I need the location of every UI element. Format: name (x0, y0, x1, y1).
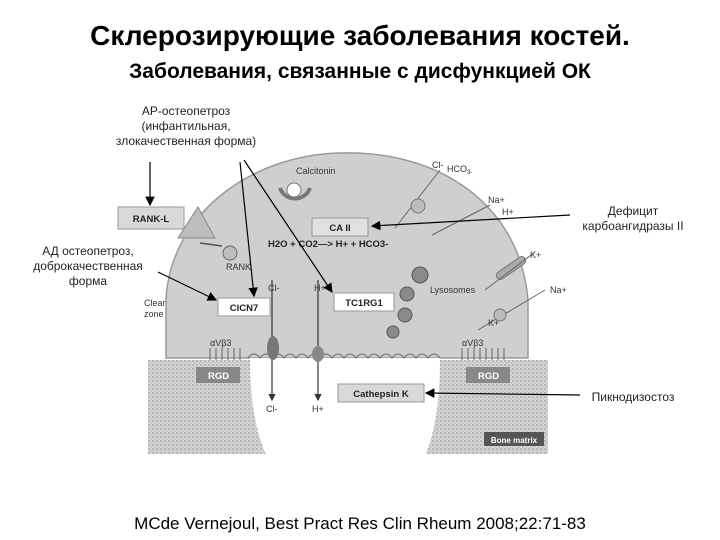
rgd-right-label: RGD (478, 371, 499, 382)
clcn7-channel (267, 336, 279, 360)
h-plus-bottom-label: H+ (312, 404, 324, 414)
lysosome-2 (399, 286, 415, 302)
calcitonin-label: Calcitonin (296, 166, 336, 176)
integrin-left-label: αVβ3 (210, 338, 231, 348)
lysosome-3 (397, 307, 413, 323)
annotation-ar-line-1: АР-остеопетроз (141, 104, 231, 118)
annotation-ad-line-1: АД остеопетроз, (42, 244, 134, 258)
lysosome-1 (411, 266, 429, 284)
ca2-box (311, 217, 369, 237)
equation-label: H2O + CO2—> H+ + HCO3- (268, 239, 388, 250)
clcn7-label: ClCN7 (230, 303, 259, 314)
tc1rg1-label: TC1RG1 (345, 298, 383, 309)
annotation-ar-line-3: злокачественная форма) (115, 134, 257, 148)
k-plus-bottom-label: K+ (488, 318, 499, 328)
na-plus-right-label: Na+ (550, 285, 567, 295)
rank-circle (222, 245, 238, 261)
resorption-lacuna (250, 358, 440, 505)
h-plus-top-label: H+ (502, 207, 514, 217)
citation: MCde Vernejoul, Best Pract Res Clin Rheu… (134, 514, 586, 533)
arrow-ar-to-clcn7 (239, 161, 258, 298)
annotation-ad-line-3: форма (68, 274, 108, 288)
annotation-pycnodysostosis: Пикнодизостоз (591, 390, 675, 404)
cathepsin-label: Cathepsin K (353, 389, 409, 400)
integrin-villi-right (461, 348, 505, 360)
annotation-ar-line-2: (инфантильная, (141, 119, 231, 133)
rgd-left-label: RGD (208, 371, 229, 382)
calcitonin-receptor (278, 187, 312, 201)
cl-minus-mid-label: Cl- (268, 283, 280, 293)
slide-subtitle: Заболевания, связанные с дисфункцией ОК (129, 60, 591, 83)
annotation-ca2-line-2: карбоангидразы II (582, 219, 684, 233)
integrin-right-label: αVβ3 (462, 338, 483, 348)
na-plus-top-label: Na+ (488, 195, 505, 205)
slide-title: Склерозирующие заболевания костей. (90, 20, 630, 51)
bone-matrix-tag (484, 432, 544, 446)
proton-pump (312, 346, 324, 362)
ruffled-border (247, 353, 441, 359)
annotation-ca2-line-1: Дефицит (607, 204, 659, 218)
rgd-left-box (196, 367, 240, 383)
bone-matrix-label: Bone matrix (491, 436, 538, 445)
clear-zone-label-2: zone (144, 309, 164, 319)
rankl-triangle (177, 206, 216, 239)
hco3-label: HCO3- (447, 164, 472, 176)
ca2-label: CA II (329, 223, 350, 234)
annotation-ar-osteopetrosis: АР-остеопетроз (инфантильная, злокачеств… (88, 104, 284, 149)
rankl-label: RANK-L (133, 214, 170, 225)
annotation-ad-line-2: доброкачественная (33, 259, 143, 273)
arrow-pycnodysostosis (424, 388, 581, 398)
rgd-right-box (466, 367, 510, 383)
lysosome-4 (386, 325, 400, 339)
k-plus-top-label: K+ (530, 250, 541, 260)
rank-receptor (199, 242, 223, 247)
cathepsin-box (337, 383, 425, 403)
clear-zone-label-1: Clear (144, 298, 166, 308)
clcn7-box (217, 297, 271, 317)
na-k-pump (493, 308, 507, 322)
calcitonin-ligand (286, 182, 302, 198)
k-channel-line (484, 251, 536, 291)
na-k-line (477, 289, 546, 331)
integrin-villi-left (209, 348, 241, 360)
arrow-ad-to-clcn7 (157, 271, 218, 301)
cl-minus-bottom-label: Cl- (266, 404, 278, 414)
hco3-text: HCO (447, 164, 467, 174)
rank-label: RANK (226, 262, 251, 272)
arrow-ca2-deficiency (370, 214, 571, 231)
lysosomes-label: Lysosomes (430, 285, 476, 295)
na-h-line (431, 204, 491, 236)
tc1rg1-box (333, 292, 395, 312)
annotation-ca2-deficiency: Дефицит карбоангидразы II (568, 204, 698, 234)
osteoclast-cell (165, 152, 529, 359)
annotation-ad-osteopetrosis: АД остеопетроз, доброкачественная форма (18, 244, 158, 289)
rankl-box (117, 206, 185, 230)
h-plus-mid-label: H+ (314, 283, 326, 293)
cl-minus-top-label: Cl- (432, 160, 444, 170)
k-channel (495, 256, 527, 280)
hco3-subscript: 3- (467, 170, 472, 176)
arrow-ar-to-tc1rg1 (243, 159, 333, 293)
na-h-exchanger (410, 198, 426, 214)
